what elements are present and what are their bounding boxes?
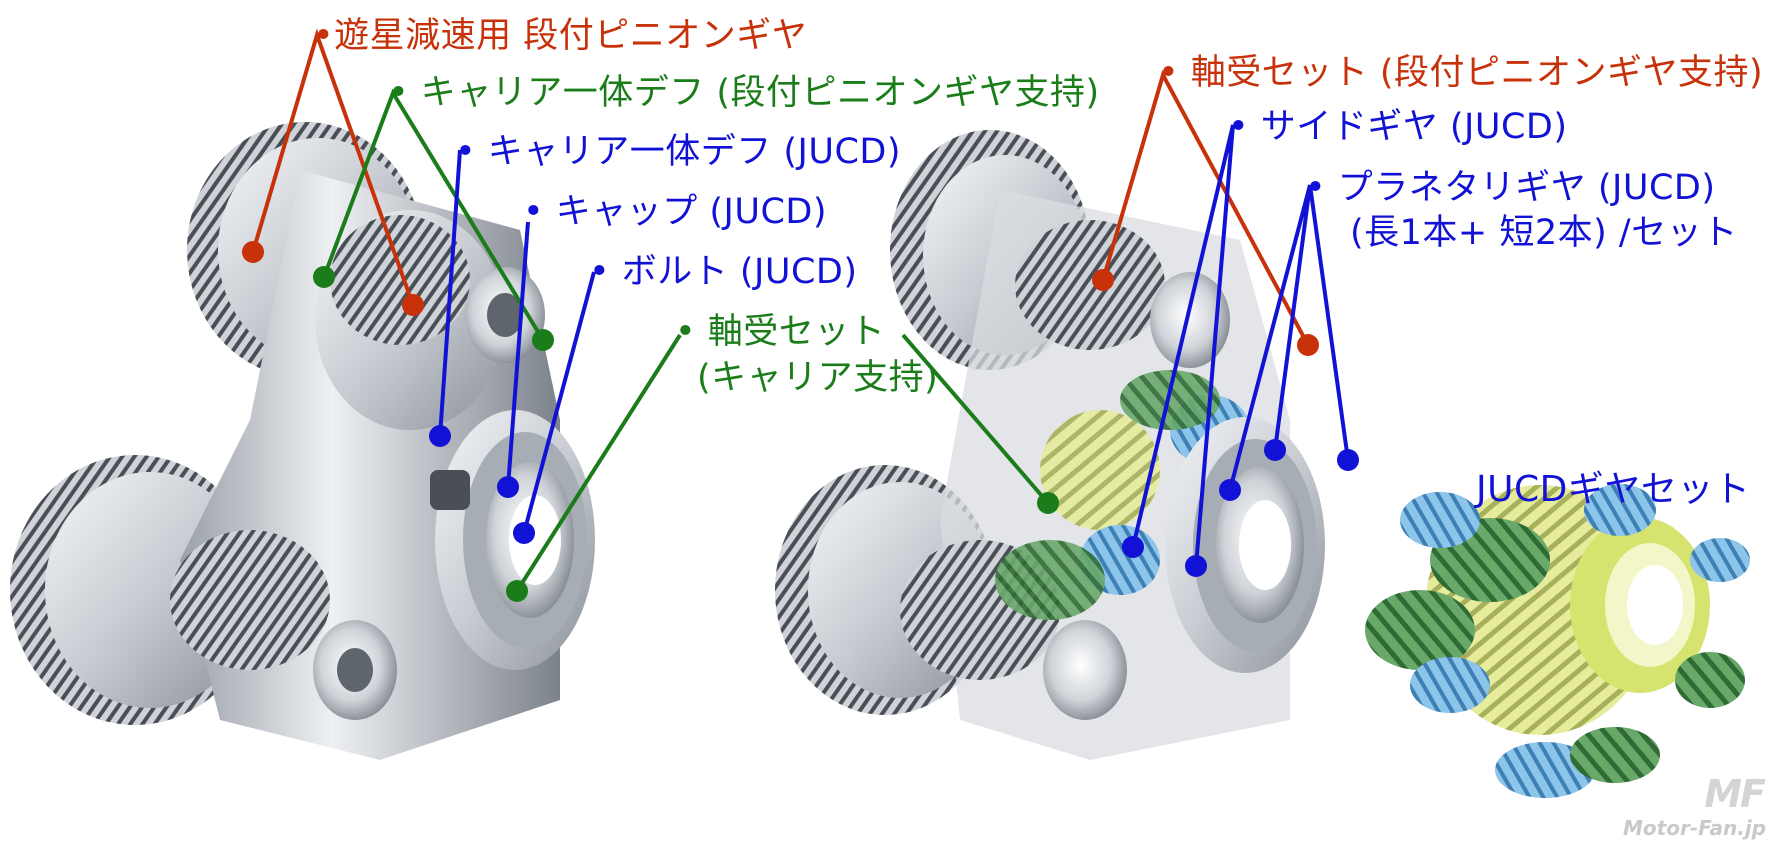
marker-dot-blue (429, 425, 451, 447)
marker-dot-red (1297, 334, 1319, 356)
marker-dots (242, 241, 1359, 602)
marker-dot-blue (1337, 449, 1359, 471)
left-assembly (10, 122, 595, 760)
label-jucd-gear-set: JUCDギヤセット (1476, 469, 1751, 510)
marker-dot-blue (1122, 536, 1144, 558)
watermark-logo: MF (1704, 772, 1766, 816)
marker-dot-green (506, 580, 528, 602)
marker-dot-blue (513, 522, 535, 544)
marker-dot-red (1092, 269, 1114, 291)
label-bearing-set-pinion: • 軸受セット (段付ピニオンギヤ支持) (1158, 53, 1764, 93)
label-bearing-set-carrier-line1: • 軸受セット (675, 312, 886, 352)
marker-dot-red (242, 241, 264, 263)
label-planetary-gear-line2: (長1本+ 短2本) /セット (1350, 213, 1738, 253)
label-carrier-diff-stepped: • キャリア一体デフ (段付ピニオンギヤ支持) (388, 73, 1100, 113)
marker-dot-blue (497, 476, 519, 498)
right-assembly (775, 130, 1325, 760)
marker-dot-red (402, 294, 424, 316)
label-side-gear: • サイドギヤ (JUCD) (1228, 107, 1568, 147)
watermark-site: Motor-Fan.jp (1623, 816, 1766, 840)
label-bearing-set-carrier-line2: (キャリア支持) (697, 358, 939, 398)
marker-dot-green (313, 266, 335, 288)
label-bolt-jucd: • ボルト (JUCD) (589, 252, 858, 292)
leader-lines (251, 28, 1350, 593)
jucd-gear-set-illustration (1365, 484, 1750, 798)
marker-dot-green (1037, 492, 1059, 514)
label-planetary-gear-line1: • プラネタリギヤ (JUCD) (1305, 168, 1716, 208)
marker-dot-blue (1264, 439, 1286, 461)
marker-dot-blue (1219, 479, 1241, 501)
label-carrier-diff-jucd: • キャリア一体デフ (JUCD) (455, 132, 902, 172)
marker-dot-green (532, 329, 554, 351)
label-planetary-pinion: •遊星減速用 段付ピニオンギヤ (313, 16, 808, 56)
marker-dot-blue (1185, 555, 1207, 577)
label-cap-jucd: • キャップ (JUCD) (523, 192, 828, 232)
